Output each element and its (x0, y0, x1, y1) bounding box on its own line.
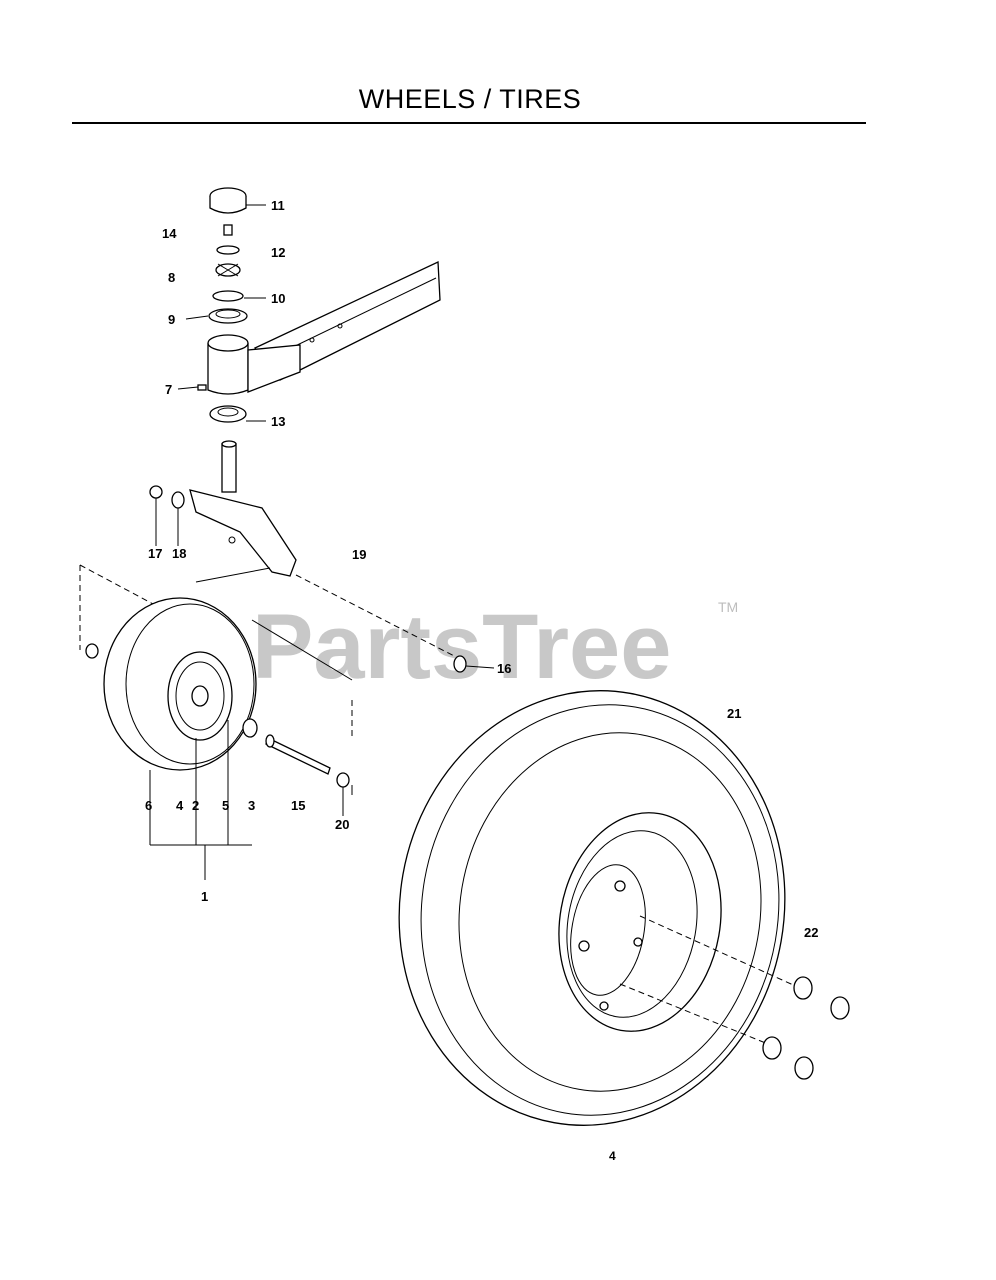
wheel-nut-left (85, 643, 99, 659)
hub-cap (209, 187, 247, 214)
callout-22: 22 (804, 925, 818, 940)
callout-3: 3 (248, 798, 255, 813)
page-title: WHEELS / TIRES (358, 84, 582, 114)
caster-wheel (103, 597, 257, 771)
callout-4: 4 (176, 798, 184, 813)
callout-12: 12 (271, 245, 285, 260)
callout-6: 6 (145, 798, 152, 813)
spindle-housing (207, 334, 301, 395)
wheel-washer-right (242, 718, 258, 738)
upper-bearing (208, 308, 248, 324)
assembly-guide-top (79, 564, 156, 606)
leader-lines (155, 204, 495, 816)
callout-14: 14 (162, 226, 177, 241)
caster-bolt-nut (336, 772, 350, 788)
callout-2: 2 (192, 798, 199, 813)
callout-20: 20 (335, 817, 349, 832)
callout-10: 10 (271, 291, 285, 306)
callout-19: 19 (352, 547, 366, 562)
caster-fork (189, 440, 297, 577)
lug-line-lower (619, 983, 769, 1045)
watermark-text: PartsTree (252, 596, 671, 698)
callout-13: 13 (271, 414, 285, 429)
callout-7: 7 (165, 382, 172, 397)
callout-17: 17 (148, 546, 162, 561)
fork-nut (149, 485, 163, 499)
axle-spacer (453, 655, 467, 673)
page-number: 4 (609, 1149, 616, 1163)
callout-11: 11 (271, 198, 285, 213)
callout-16: 16 (497, 661, 511, 676)
callout-15: 15 (291, 798, 305, 813)
callout-18: 18 (172, 546, 186, 561)
axle-guide (251, 619, 353, 681)
title-rule (72, 122, 866, 124)
watermark-trademark: TM (718, 599, 738, 615)
caster-axle-line (295, 574, 463, 661)
callout-8: 8 (168, 270, 175, 285)
grease-fitting (197, 384, 207, 391)
lower-bearing (209, 405, 247, 423)
caster-axle-bolt (265, 734, 331, 775)
callout-9: 9 (168, 312, 175, 327)
lug-nuts (762, 976, 850, 1080)
drive-wheel (398, 690, 786, 1126)
fork-washer (171, 491, 185, 509)
callout-1: 1 (201, 889, 208, 904)
fork-arm-guide (195, 567, 271, 583)
callout-5: 5 (222, 798, 229, 813)
cap-bolt (223, 224, 233, 236)
assembly-bracket (149, 720, 252, 880)
callout-21: 21 (727, 706, 741, 721)
seal-ring (212, 290, 244, 302)
spring-washer (215, 245, 241, 277)
